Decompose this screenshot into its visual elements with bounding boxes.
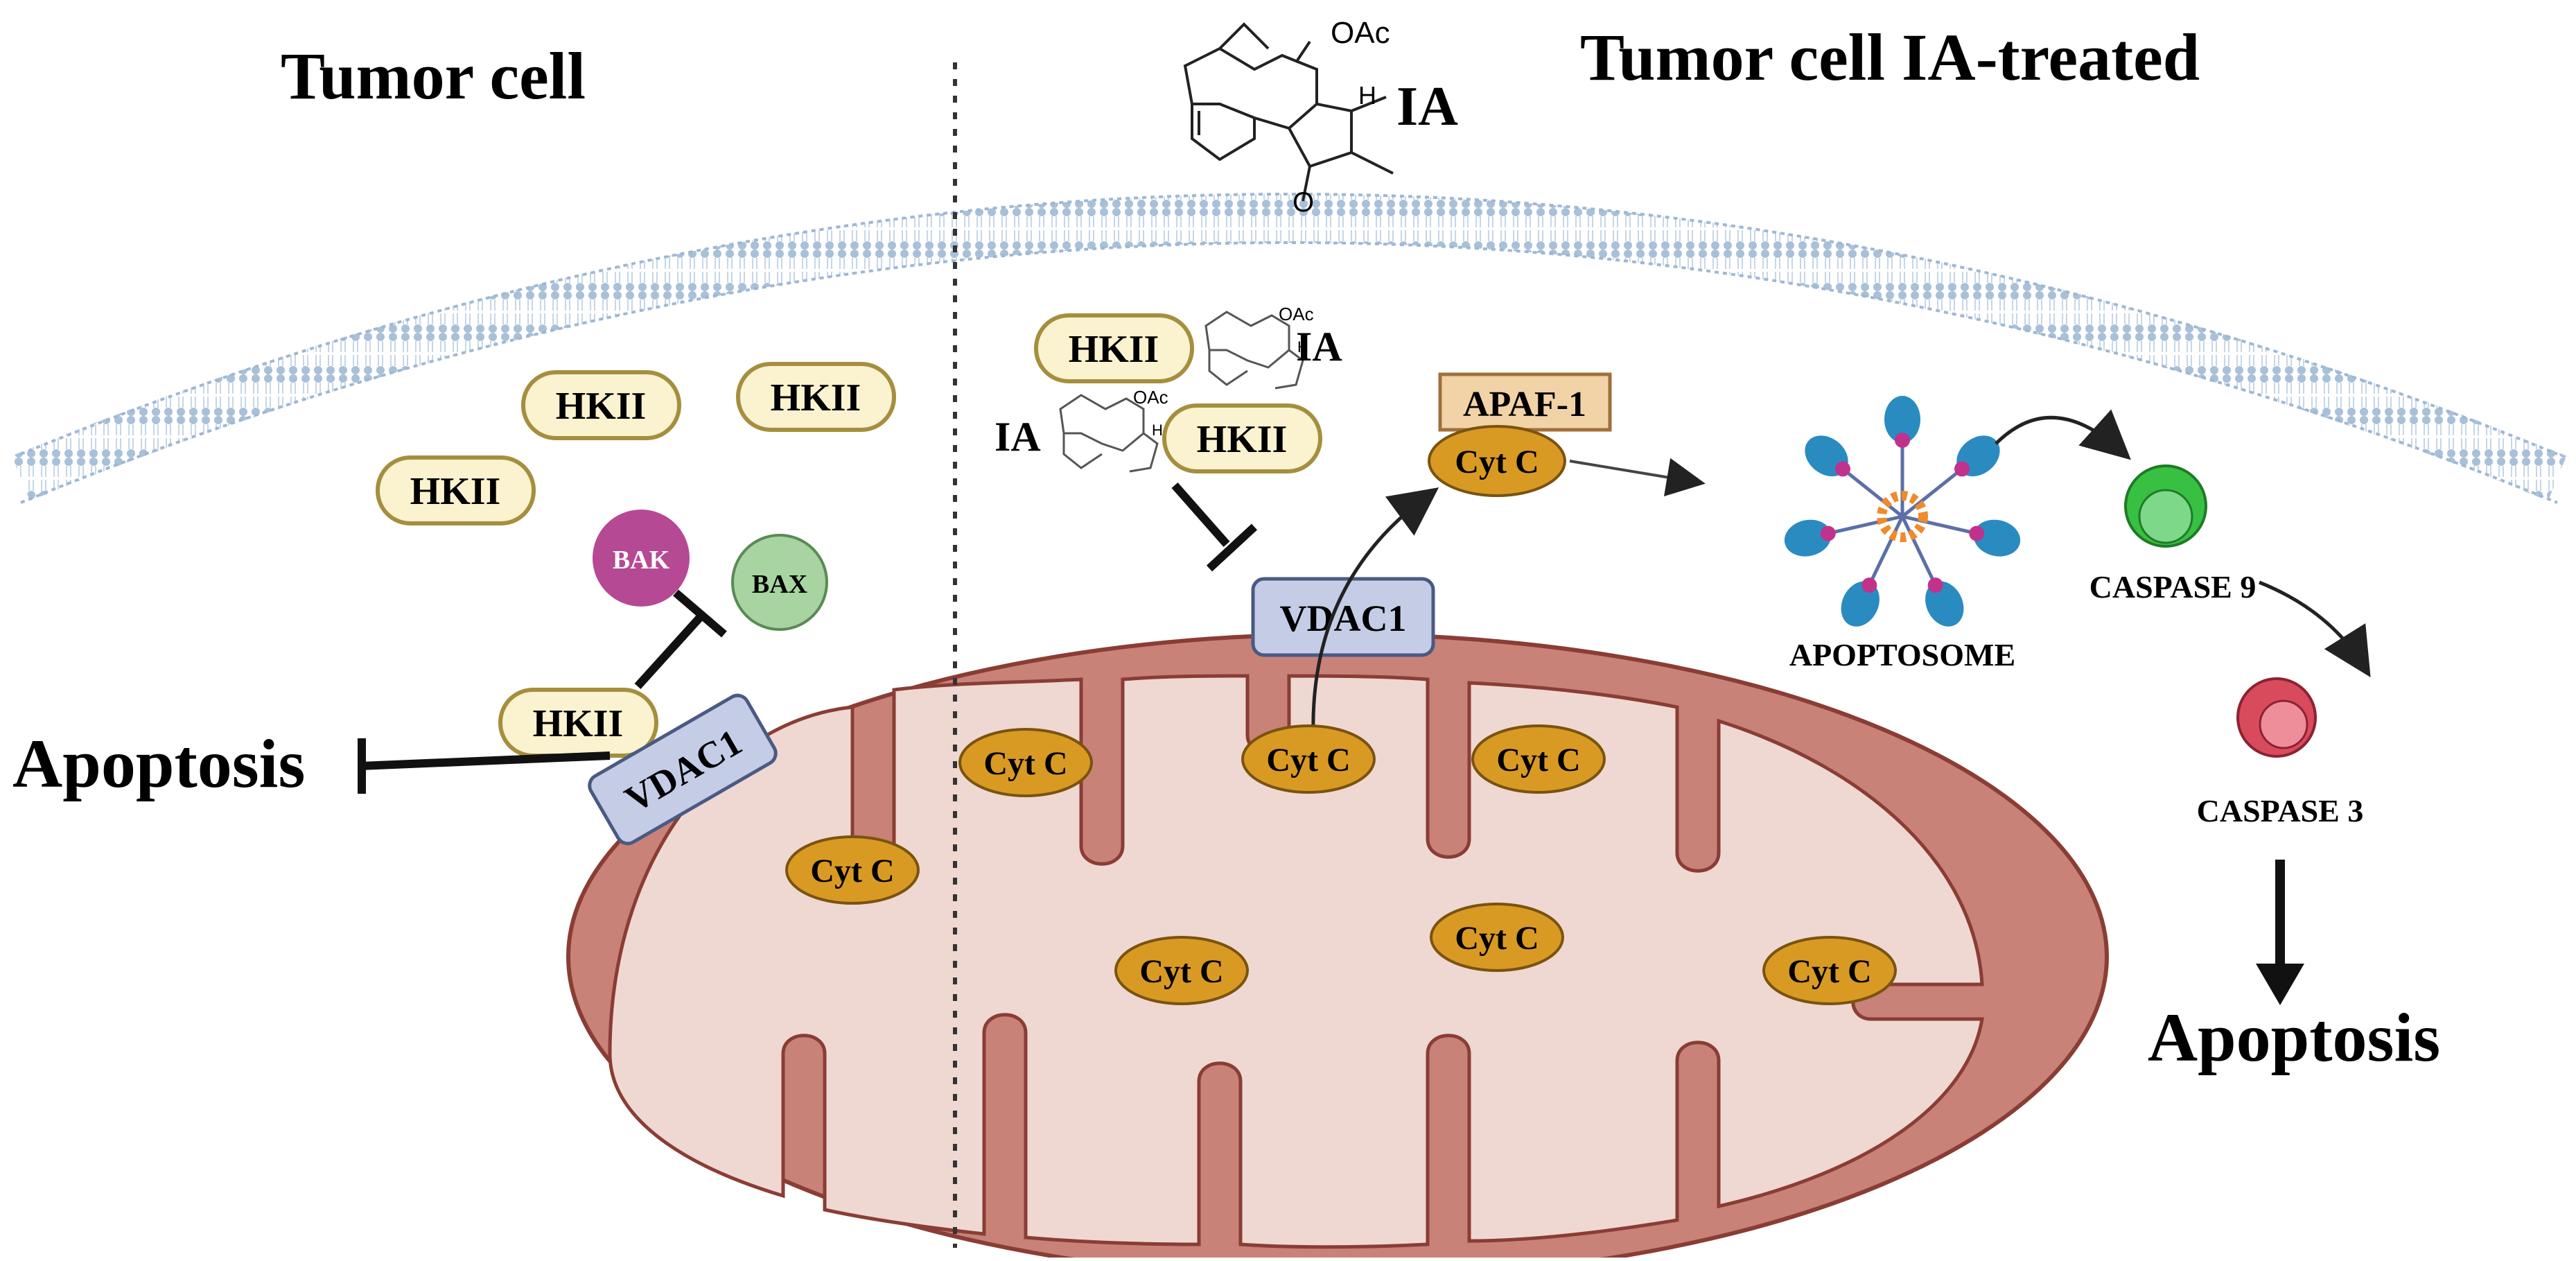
mitochondrion	[566, 632, 2109, 1261]
svg-text:Cyt C: Cyt C	[983, 745, 1067, 782]
cytc-to-apoptosome-arrow	[1569, 458, 1706, 497]
ia-compound-structure	[1183, 22, 1394, 202]
svg-text:H: H	[1297, 338, 1308, 356]
apoptosome-label: APOPTOSOME	[1789, 637, 2015, 672]
svg-text:OAc: OAc	[1133, 387, 1168, 408]
cell-membrane-edge-inner	[20, 241, 2558, 504]
apoptosome-apaf-unit	[1784, 519, 1832, 557]
cyt-c-mito: Cyt C	[1430, 903, 1564, 972]
apoptosome-cyt-c-dot	[1834, 461, 1850, 477]
apoptosome	[1784, 396, 2021, 627]
cyt-c-mito: Cyt C	[785, 835, 920, 905]
apoptosome-cyt-c-dot	[1861, 577, 1877, 593]
apoptosome-cyt-c-dot	[1820, 525, 1836, 541]
svg-text:BAK: BAK	[613, 546, 670, 575]
svg-text:OAc: OAc	[1279, 304, 1314, 324]
cell-membrane	[11, 194, 2567, 501]
apoptosome-core	[1877, 491, 1928, 542]
cyt-c-mito: Cyt C	[958, 728, 1093, 797]
svg-text:Cyt C: Cyt C	[1139, 953, 1223, 990]
svg-text:VDAC1: VDAC1	[1280, 598, 1407, 639]
bak-protein: BAK	[593, 510, 690, 607]
caspase9-label: CASPASE 9	[2089, 569, 2257, 605]
apoptosome-apaf-unit	[1884, 396, 1920, 443]
apoptosome-apaf-unit	[1956, 435, 2000, 477]
svg-text:Cyt C: Cyt C	[1455, 920, 1539, 957]
hkii-bak-inhibition-bar	[673, 589, 727, 638]
svg-text:Cyt C: Cyt C	[1266, 742, 1350, 779]
svg-text:BAX: BAX	[752, 570, 807, 599]
ia-compound-name: IA	[1396, 76, 1458, 137]
apoptosome-cyt-c-dot	[1954, 461, 1970, 477]
cell-membrane-edge-outer	[20, 193, 2558, 455]
ia-compound-h-label: H	[1358, 81, 1376, 110]
cyt-c-mito: Cyt C	[1762, 936, 1897, 1005]
cyt-c-released: Cyt C	[1428, 425, 1566, 497]
bax-protein: BAX	[731, 534, 828, 631]
hkii-ia-complex-top: HKII OAc H IA	[1034, 304, 1342, 390]
apoptosome-apaf-unit	[1841, 581, 1880, 627]
hkii-pill-bound: HKII	[498, 688, 658, 758]
caspase3-icon	[2236, 677, 2317, 758]
caspase9-to-caspase3-arrow	[2259, 580, 2371, 677]
cyt-c-mito: Cyt C	[1241, 724, 1376, 794]
cyt-c-release-arrow	[1311, 487, 1439, 736]
svg-text:HKII: HKII	[1197, 418, 1288, 461]
ia-vdac-inhibition-bar	[1206, 523, 1258, 572]
caspase3-label: CASPASE 3	[2197, 793, 2364, 828]
caspase9-icon	[2124, 464, 2207, 548]
svg-text:Cyt C: Cyt C	[1496, 742, 1580, 779]
apoptosis-left-label: Apoptosis	[12, 725, 305, 802]
hkii-bak-inhibition-line	[634, 610, 707, 690]
svg-text:HKII: HKII	[556, 385, 647, 428]
ia-compound-oac-label: OAc	[1331, 16, 1390, 50]
cyt-c-mito: Cyt C	[1114, 936, 1249, 1005]
ia-vdac-inhibition-line	[1171, 482, 1230, 547]
cyt-c-mito: Cyt C	[1471, 724, 1606, 794]
title-left: Tumor cell	[281, 39, 586, 113]
mito-cyt-c-group: Cyt C Cyt C Cyt C Cyt C Cyt C Cyt C Cyt …	[785, 724, 1897, 1005]
svg-text:Cyt C: Cyt C	[1787, 953, 1871, 990]
svg-text:IA: IA	[995, 414, 1041, 460]
svg-text:HKII: HKII	[771, 376, 861, 419]
svg-text:H: H	[1152, 421, 1163, 439]
svg-text:HKII: HKII	[1069, 328, 1159, 371]
apoptosome-apaf-unit	[1973, 519, 2021, 557]
hkii-ia-complex-bottom: IA OAc H HKII	[995, 387, 1322, 473]
apoptosome-cyt-c-dot	[1895, 433, 1910, 448]
svg-text:HKII: HKII	[533, 702, 624, 745]
ia-compound-o-label: O	[1293, 187, 1314, 218]
left-hkii-group: HKII HKII HKII HKII	[376, 362, 896, 758]
apoptosome-cyt-c-dot	[1927, 577, 1943, 593]
vdac1-right: VDAC1	[1251, 577, 1435, 657]
apoptosis-right-label: Apoptosis	[2148, 999, 2440, 1076]
apoptosome-apaf-unit	[1805, 435, 1848, 477]
title-right: Tumor cell IA-treated	[1580, 20, 2200, 94]
svg-text:APAF-1: APAF-1	[1463, 385, 1586, 424]
svg-text:Cyt C: Cyt C	[810, 853, 894, 889]
svg-text:HKII: HKII	[410, 470, 501, 513]
apaf1-box: APAF-1	[1438, 372, 1612, 432]
caspase3-to-apoptosis-arrowhead	[2256, 964, 2304, 1005]
hkii-pill: HKII	[521, 370, 681, 440]
svg-text:IA: IA	[1296, 324, 1342, 369]
apoptosome-cyt-c-dot	[1969, 525, 1985, 541]
apoptosis-inhibition-line	[360, 751, 611, 770]
hkii-pill: HKII	[736, 362, 896, 432]
hkii-pill: HKII	[376, 455, 536, 525]
apoptosome-apaf-unit	[1925, 581, 1964, 627]
svg-text:Cyt C: Cyt C	[1455, 444, 1539, 480]
apoptosome-to-caspase9-arrow	[1995, 409, 2131, 460]
